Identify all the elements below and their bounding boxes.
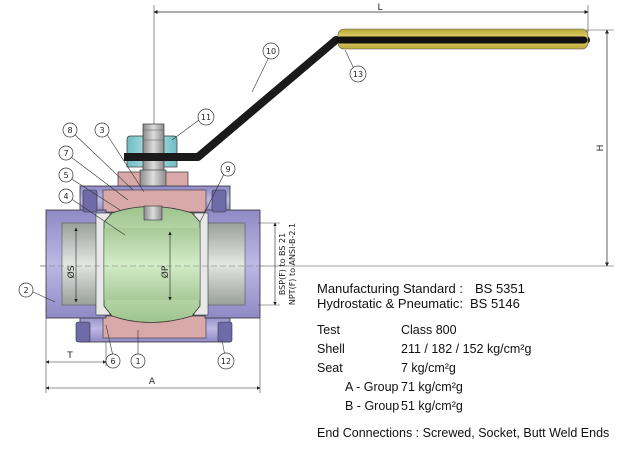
hydrostatic-value: BS 5146 — [470, 296, 520, 311]
end-bsp-label: BSP(F) to BS 21 — [278, 233, 287, 295]
end-connection-dimension: BSP(F) to BS 21 NPT(F) to ANSI-B-2.1 — [258, 222, 297, 306]
svg-text:4: 4 — [63, 192, 68, 201]
test-label: Test — [317, 323, 340, 337]
callout-11: 11 — [197, 108, 215, 126]
dimension-h-label: H — [596, 145, 606, 152]
shell-label: Shell — [317, 342, 345, 356]
svg-text:7: 7 — [63, 149, 68, 158]
group-a-label: A - Group — [345, 380, 399, 394]
svg-text:9: 9 — [225, 165, 230, 174]
callout-leaders — [32, 49, 357, 357]
svg-text:2: 2 — [23, 286, 28, 295]
svg-text:13: 13 — [353, 70, 363, 79]
end-connections-text: End Connections : Screwed, Socket, Butt … — [317, 426, 610, 440]
svg-text:6: 6 — [110, 357, 115, 366]
callout-13: 13 — [349, 65, 367, 83]
callout-9: 9 — [220, 161, 236, 177]
callout-8: 8 — [62, 122, 78, 138]
callout-3: 3 — [94, 122, 110, 138]
callout-7: 7 — [58, 145, 74, 161]
seat-value: 7 kg/cm²g — [401, 361, 456, 375]
callout-1: 1 — [130, 353, 146, 369]
svg-text:11: 11 — [201, 113, 211, 122]
dimension-p-label: ØP — [160, 265, 171, 278]
svg-text:1: 1 — [135, 357, 140, 366]
dimension-l-label: L — [377, 3, 382, 13]
svg-text:5: 5 — [63, 171, 68, 180]
manufacturing-standard-value: BS 5351 — [475, 281, 525, 296]
group-b-value: 51 kg/cm²g — [401, 399, 463, 413]
hydrostatic-label: Hydrostatic & Pneumatic: — [317, 296, 463, 311]
handle-lever — [146, 28, 590, 161]
callouts: 1 2 3 4 5 6 7 8 9 10 11 12 13 — [18, 42, 367, 370]
test-value: Class 800 — [401, 323, 457, 337]
svg-text:12: 12 — [221, 357, 231, 366]
svg-text:3: 3 — [99, 126, 104, 135]
dimension-t-a: T A — [45, 318, 261, 393]
seat-label: Seat — [317, 361, 343, 375]
manufacturing-standard-label: Manufacturing Standard : — [317, 281, 463, 296]
callout-12: 12 — [217, 352, 235, 370]
handle-hub — [124, 153, 181, 161]
svg-text:8: 8 — [67, 126, 72, 135]
bore-dimensions: ØS ØP — [66, 227, 172, 303]
callout-2: 2 — [18, 282, 34, 298]
svg-text:10: 10 — [266, 47, 276, 56]
end-npt-label: NPT(F) to ANSI-B-2.1 — [288, 223, 297, 305]
valve-body — [40, 169, 265, 343]
callout-4: 4 — [58, 188, 74, 204]
group-b-label: B - Group — [345, 399, 400, 413]
callout-5: 5 — [58, 167, 74, 183]
dimension-a-label: A — [149, 377, 156, 387]
callout-10: 10 — [262, 42, 280, 60]
group-a-value: 71 kg/cm²g — [401, 380, 463, 394]
dimension-t-label: T — [66, 351, 73, 361]
dimension-s-label: ØS — [66, 265, 77, 278]
dimension-l: L — [153, 3, 589, 130]
shell-value: 211 / 182 / 152 kg/cm²g — [401, 342, 532, 356]
callout-6: 6 — [105, 353, 121, 369]
